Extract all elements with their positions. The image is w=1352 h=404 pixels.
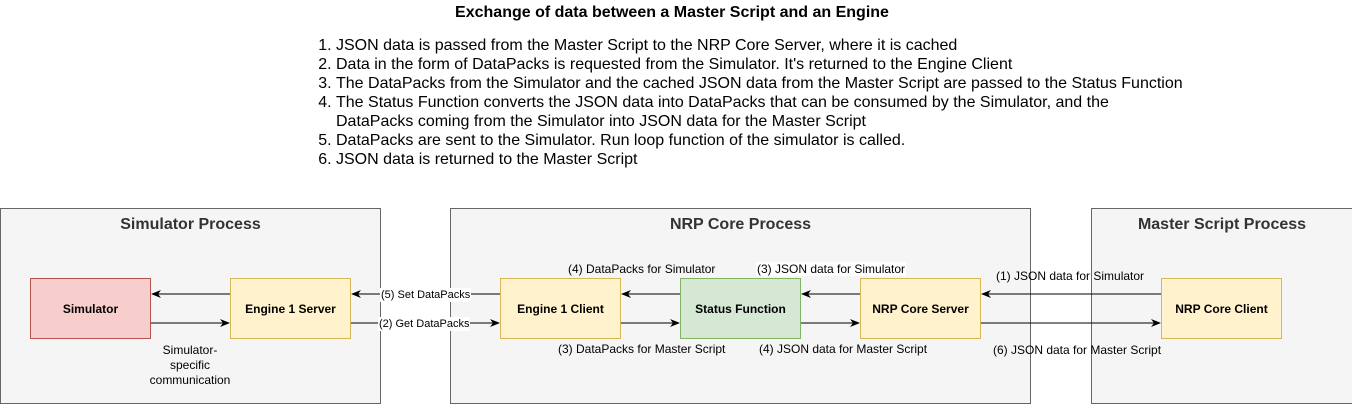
step-item: DataPacks are sent to the Simulator. Run…	[336, 131, 1216, 150]
status-function-node: Status Function	[680, 278, 801, 339]
engine-server-node: Engine 1 Server	[230, 278, 351, 339]
step-item: The Status Function converts the JSON da…	[336, 93, 1126, 131]
diagram-title: Exchange of data between a Master Script…	[455, 4, 889, 21]
label-set-datapacks: (5) Set DataPacks	[380, 288, 472, 302]
steps-list: JSON data is passed from the Master Scri…	[318, 36, 1216, 169]
engine-client-node: Engine 1 Client	[500, 278, 621, 339]
label-json-for-simulator-3: (3) JSON data for Simulator	[756, 262, 907, 276]
label-json-for-simulator-1: (1) JSON data for Simulator	[996, 269, 1145, 283]
nrp-core-server-node: NRP Core Server	[860, 278, 981, 339]
simulator-specific-note: Simulator-specific communication	[149, 343, 231, 387]
step-item: Data in the form of DataPacks is request…	[336, 55, 1216, 74]
label-get-datapacks: (2) Get DataPacks	[378, 317, 471, 331]
label-datapacks-for-master: (3) DataPacks for Master Script	[558, 342, 726, 356]
nrp-core-process-title: NRP Core Process	[669, 216, 812, 233]
step-item: The DataPacks from the Simulator and the…	[336, 74, 1216, 93]
nrp-core-client-node: NRP Core Client	[1161, 278, 1282, 339]
step-item: JSON data is returned to the Master Scri…	[336, 150, 1216, 169]
label-json-for-master-6: (6) JSON data for Master Script	[993, 343, 1162, 357]
simulator-node: Simulator	[30, 278, 151, 339]
simulator-process-title: Simulator Process	[120, 216, 261, 233]
step-item: JSON data is passed from the Master Scri…	[336, 36, 1216, 55]
master-script-process-title: Master Script Process	[1137, 216, 1307, 233]
label-json-for-master-4: (4) JSON data for Master Script	[759, 342, 928, 356]
label-datapacks-for-simulator: (4) DataPacks for Simulator	[568, 262, 716, 276]
